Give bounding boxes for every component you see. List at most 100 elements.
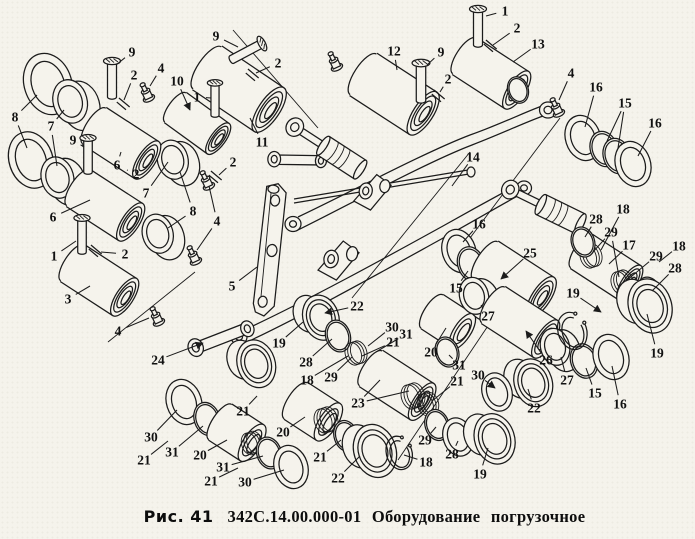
part-label-13: 13	[531, 37, 545, 52]
part-label-19: 19	[272, 336, 286, 351]
part-shape-ring	[586, 329, 636, 385]
part-shapes-layer	[0, 4, 680, 494]
leader-line-22	[343, 455, 361, 473]
leader-line-6	[60, 199, 91, 214]
part-label-28: 28	[299, 355, 313, 370]
part-label-31: 31	[399, 327, 413, 342]
leader-line-27	[480, 304, 484, 309]
part-label-19: 19	[650, 346, 664, 361]
part-label-30: 30	[144, 430, 158, 445]
part-label-25: 25	[523, 246, 537, 261]
part-label-31: 31	[216, 460, 230, 475]
part-shape-lever	[250, 181, 290, 318]
leader-line-2	[492, 32, 510, 46]
part-label-1: 1	[502, 4, 509, 19]
part-label-9: 9	[129, 45, 136, 60]
part-label-21: 21	[236, 404, 250, 419]
part-label-15: 15	[618, 96, 632, 111]
figure-number: Рис. 41	[143, 507, 214, 526]
part-label-2: 2	[445, 72, 452, 87]
leader-line-28	[584, 226, 592, 238]
leader-line-9	[426, 57, 435, 66]
part-label-2: 2	[122, 247, 129, 262]
leader-line-7	[51, 134, 58, 167]
leader-line-17	[608, 250, 623, 265]
leader-line-2	[100, 251, 117, 254]
part-shape-cup	[137, 207, 191, 267]
leader-line-22	[324, 307, 349, 316]
part-label-8: 8	[190, 204, 197, 219]
leader-line-7	[150, 161, 169, 186]
part-label-9: 9	[70, 133, 77, 148]
leader-line-29	[592, 238, 606, 253]
part-label-20: 20	[276, 425, 290, 440]
leader-line-19	[285, 321, 304, 338]
leader-line-18	[658, 251, 673, 263]
part-label-28: 28	[589, 212, 603, 227]
part-label-16: 16	[472, 217, 486, 232]
leader-line-6	[119, 151, 122, 157]
part-shape-bracket	[316, 236, 362, 284]
part-label-18: 18	[419, 455, 433, 470]
part-label-22: 22	[331, 471, 345, 486]
part-label-8: 8	[12, 110, 19, 125]
leader-line-8	[167, 215, 186, 229]
part-label-1: 1	[194, 90, 201, 105]
part-shape-fitting	[182, 242, 204, 268]
part-label-21: 21	[450, 374, 464, 389]
leader-line-10	[180, 88, 191, 111]
leader-line-4	[208, 185, 216, 213]
leader-line-30	[367, 332, 386, 347]
part-label-2: 2	[514, 21, 521, 36]
part-label-10: 10	[170, 74, 184, 89]
part-label-29: 29	[324, 370, 338, 385]
leader-line-31	[178, 425, 204, 447]
leader-line-19	[482, 447, 489, 466]
leader-line-26	[525, 330, 542, 353]
part-label-2: 2	[275, 56, 282, 71]
leader-line-16	[637, 130, 652, 157]
leader-line-18	[314, 355, 349, 376]
part-label-5: 5	[229, 279, 236, 294]
leader-line-13	[512, 48, 532, 63]
part-label-28: 28	[668, 261, 682, 276]
leader-line-21	[218, 467, 239, 478]
part-label-15: 15	[449, 281, 463, 296]
part-label-2: 2	[230, 155, 237, 170]
part-label-31: 31	[165, 445, 179, 460]
part-label-9: 9	[438, 45, 445, 60]
leader-line-31	[375, 338, 399, 353]
leader-line-28	[455, 440, 459, 447]
part-label-2: 2	[133, 167, 140, 182]
part-label-4: 4	[214, 214, 221, 229]
leader-line-9	[80, 144, 85, 148]
leader-line-19	[580, 297, 602, 313]
part-label-16: 16	[613, 397, 627, 412]
leader-line-20	[207, 439, 228, 452]
part-label-29: 29	[418, 433, 432, 448]
part-shape-tick	[115, 97, 131, 112]
part-label-29: 29	[604, 225, 618, 240]
leader-line-15	[585, 367, 593, 385]
part-label-16: 16	[589, 80, 603, 95]
part-label-30: 30	[385, 320, 399, 335]
part-label-18: 18	[300, 373, 314, 388]
leader-line-23	[366, 390, 410, 402]
leader-line-21	[248, 395, 258, 405]
leader-line-16	[462, 230, 474, 243]
leader-line-24	[166, 341, 204, 358]
leader-line-8	[179, 171, 191, 203]
exploded-parts-diagram: 1213921292494210116151611287962784621342…	[0, 4, 686, 494]
part-label-21: 21	[313, 450, 327, 465]
leader-line-25	[500, 258, 524, 280]
leader-line-11	[249, 117, 259, 135]
leader-line-2	[255, 66, 271, 74]
part-label-1: 1	[51, 249, 58, 264]
leader-line-4	[196, 228, 213, 251]
part-label-4: 4	[115, 324, 122, 339]
leader-line-21	[150, 440, 169, 455]
leader-line-29	[625, 261, 650, 282]
